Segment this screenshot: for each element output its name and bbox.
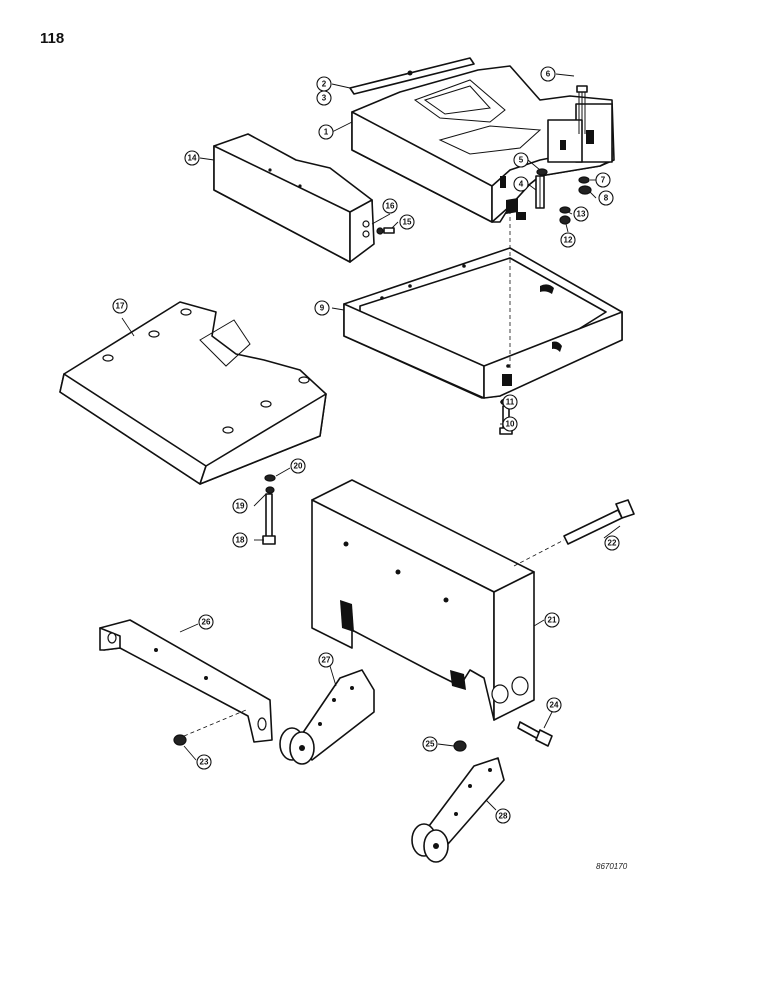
svg-text:9: 9 (320, 304, 325, 313)
bolt-part-22 (563, 499, 635, 545)
roller-bracket-part-28 (411, 757, 505, 863)
callout-10: 10 (502, 416, 518, 432)
callout-17: 17 (112, 298, 128, 314)
callout-26: 26 (198, 614, 214, 630)
callout-18: 18 (232, 532, 248, 548)
svg-text:24: 24 (550, 701, 559, 710)
callout-4: 4 (513, 176, 529, 192)
lockwasher-part-7 (578, 176, 590, 184)
callout-28: 28 (495, 808, 511, 824)
callout-21: 21 (544, 612, 560, 628)
svg-text:8: 8 (604, 194, 609, 203)
callout-23: 23 (196, 754, 212, 770)
callout-3: 3 (316, 90, 332, 106)
svg-text:22: 22 (608, 539, 617, 548)
alignment-line-22 (513, 539, 565, 567)
seat-cushion-part-17 (59, 301, 327, 485)
svg-text:2: 2 (322, 80, 327, 89)
svg-text:17: 17 (116, 302, 125, 311)
callout-12: 12 (560, 232, 576, 248)
lockwasher-part-19 (265, 486, 275, 494)
svg-text:3: 3 (322, 94, 327, 103)
svg-text:18: 18 (236, 536, 245, 545)
roller-bracket-part-27 (279, 669, 375, 765)
nut-part-23 (173, 734, 187, 746)
callout-8: 8 (598, 190, 614, 206)
seat-frame-part-9 (343, 247, 623, 399)
callout-19: 19 (232, 498, 248, 514)
svg-text:1: 1 (324, 128, 329, 137)
svg-text:7: 7 (601, 176, 606, 185)
callout-25: 25 (422, 736, 438, 752)
callout-7: 7 (595, 172, 611, 188)
svg-text:23: 23 (200, 758, 209, 767)
svg-text:16: 16 (386, 202, 395, 211)
callout-11: 11 (502, 394, 518, 410)
alignment-line-26 (183, 709, 247, 737)
svg-text:27: 27 (322, 656, 331, 665)
svg-text:14: 14 (188, 154, 197, 163)
svg-text:13: 13 (577, 210, 586, 219)
callout-27: 27 (318, 652, 334, 668)
svg-text:15: 15 (403, 218, 412, 227)
bolt-part-6 (576, 85, 588, 134)
callout-13: 13 (573, 206, 589, 222)
washer-part-13 (559, 206, 571, 214)
drawing-code: 8670170 (596, 862, 628, 871)
callout-14: 14 (184, 150, 200, 166)
svg-text:11: 11 (506, 398, 515, 407)
svg-text:10: 10 (506, 420, 515, 429)
counterweight-part-21 (311, 479, 535, 721)
svg-text:4: 4 (519, 180, 524, 189)
callout-16: 16 (382, 198, 398, 214)
svg-text:20: 20 (294, 462, 303, 471)
bolt-part-24 (517, 721, 553, 747)
svg-text:28: 28 (499, 812, 508, 821)
callout-24: 24 (546, 697, 562, 713)
bracket-part-26 (99, 619, 273, 743)
bolt-part-18 (262, 493, 276, 545)
nut-part-12 (559, 215, 571, 225)
nut-part-25 (453, 740, 467, 752)
callout-22: 22 (604, 535, 620, 551)
svg-text:5: 5 (519, 156, 524, 165)
page-number: 118 (40, 30, 65, 47)
screw-part-15 (376, 227, 395, 235)
washer-part-5 (536, 168, 548, 176)
callout-15: 15 (399, 214, 415, 230)
svg-text:6: 6 (546, 70, 551, 79)
callout-20: 20 (290, 458, 306, 474)
svg-text:21: 21 (548, 616, 557, 625)
side-panel-part-14 (213, 133, 375, 263)
svg-text:19: 19 (236, 502, 245, 511)
bolt-part-4 (535, 175, 545, 209)
callout-2: 2 (316, 76, 332, 92)
nut-part-8 (578, 185, 592, 195)
callout-1: 1 (318, 124, 334, 140)
mounting-strip-part-2 (349, 57, 475, 95)
svg-text:12: 12 (564, 236, 573, 245)
callout-5: 5 (513, 152, 529, 168)
svg-text:26: 26 (202, 618, 211, 627)
washer-part-20 (264, 474, 276, 482)
svg-text:25: 25 (426, 740, 435, 749)
callout-9: 9 (314, 300, 330, 316)
callout-6: 6 (540, 66, 556, 82)
